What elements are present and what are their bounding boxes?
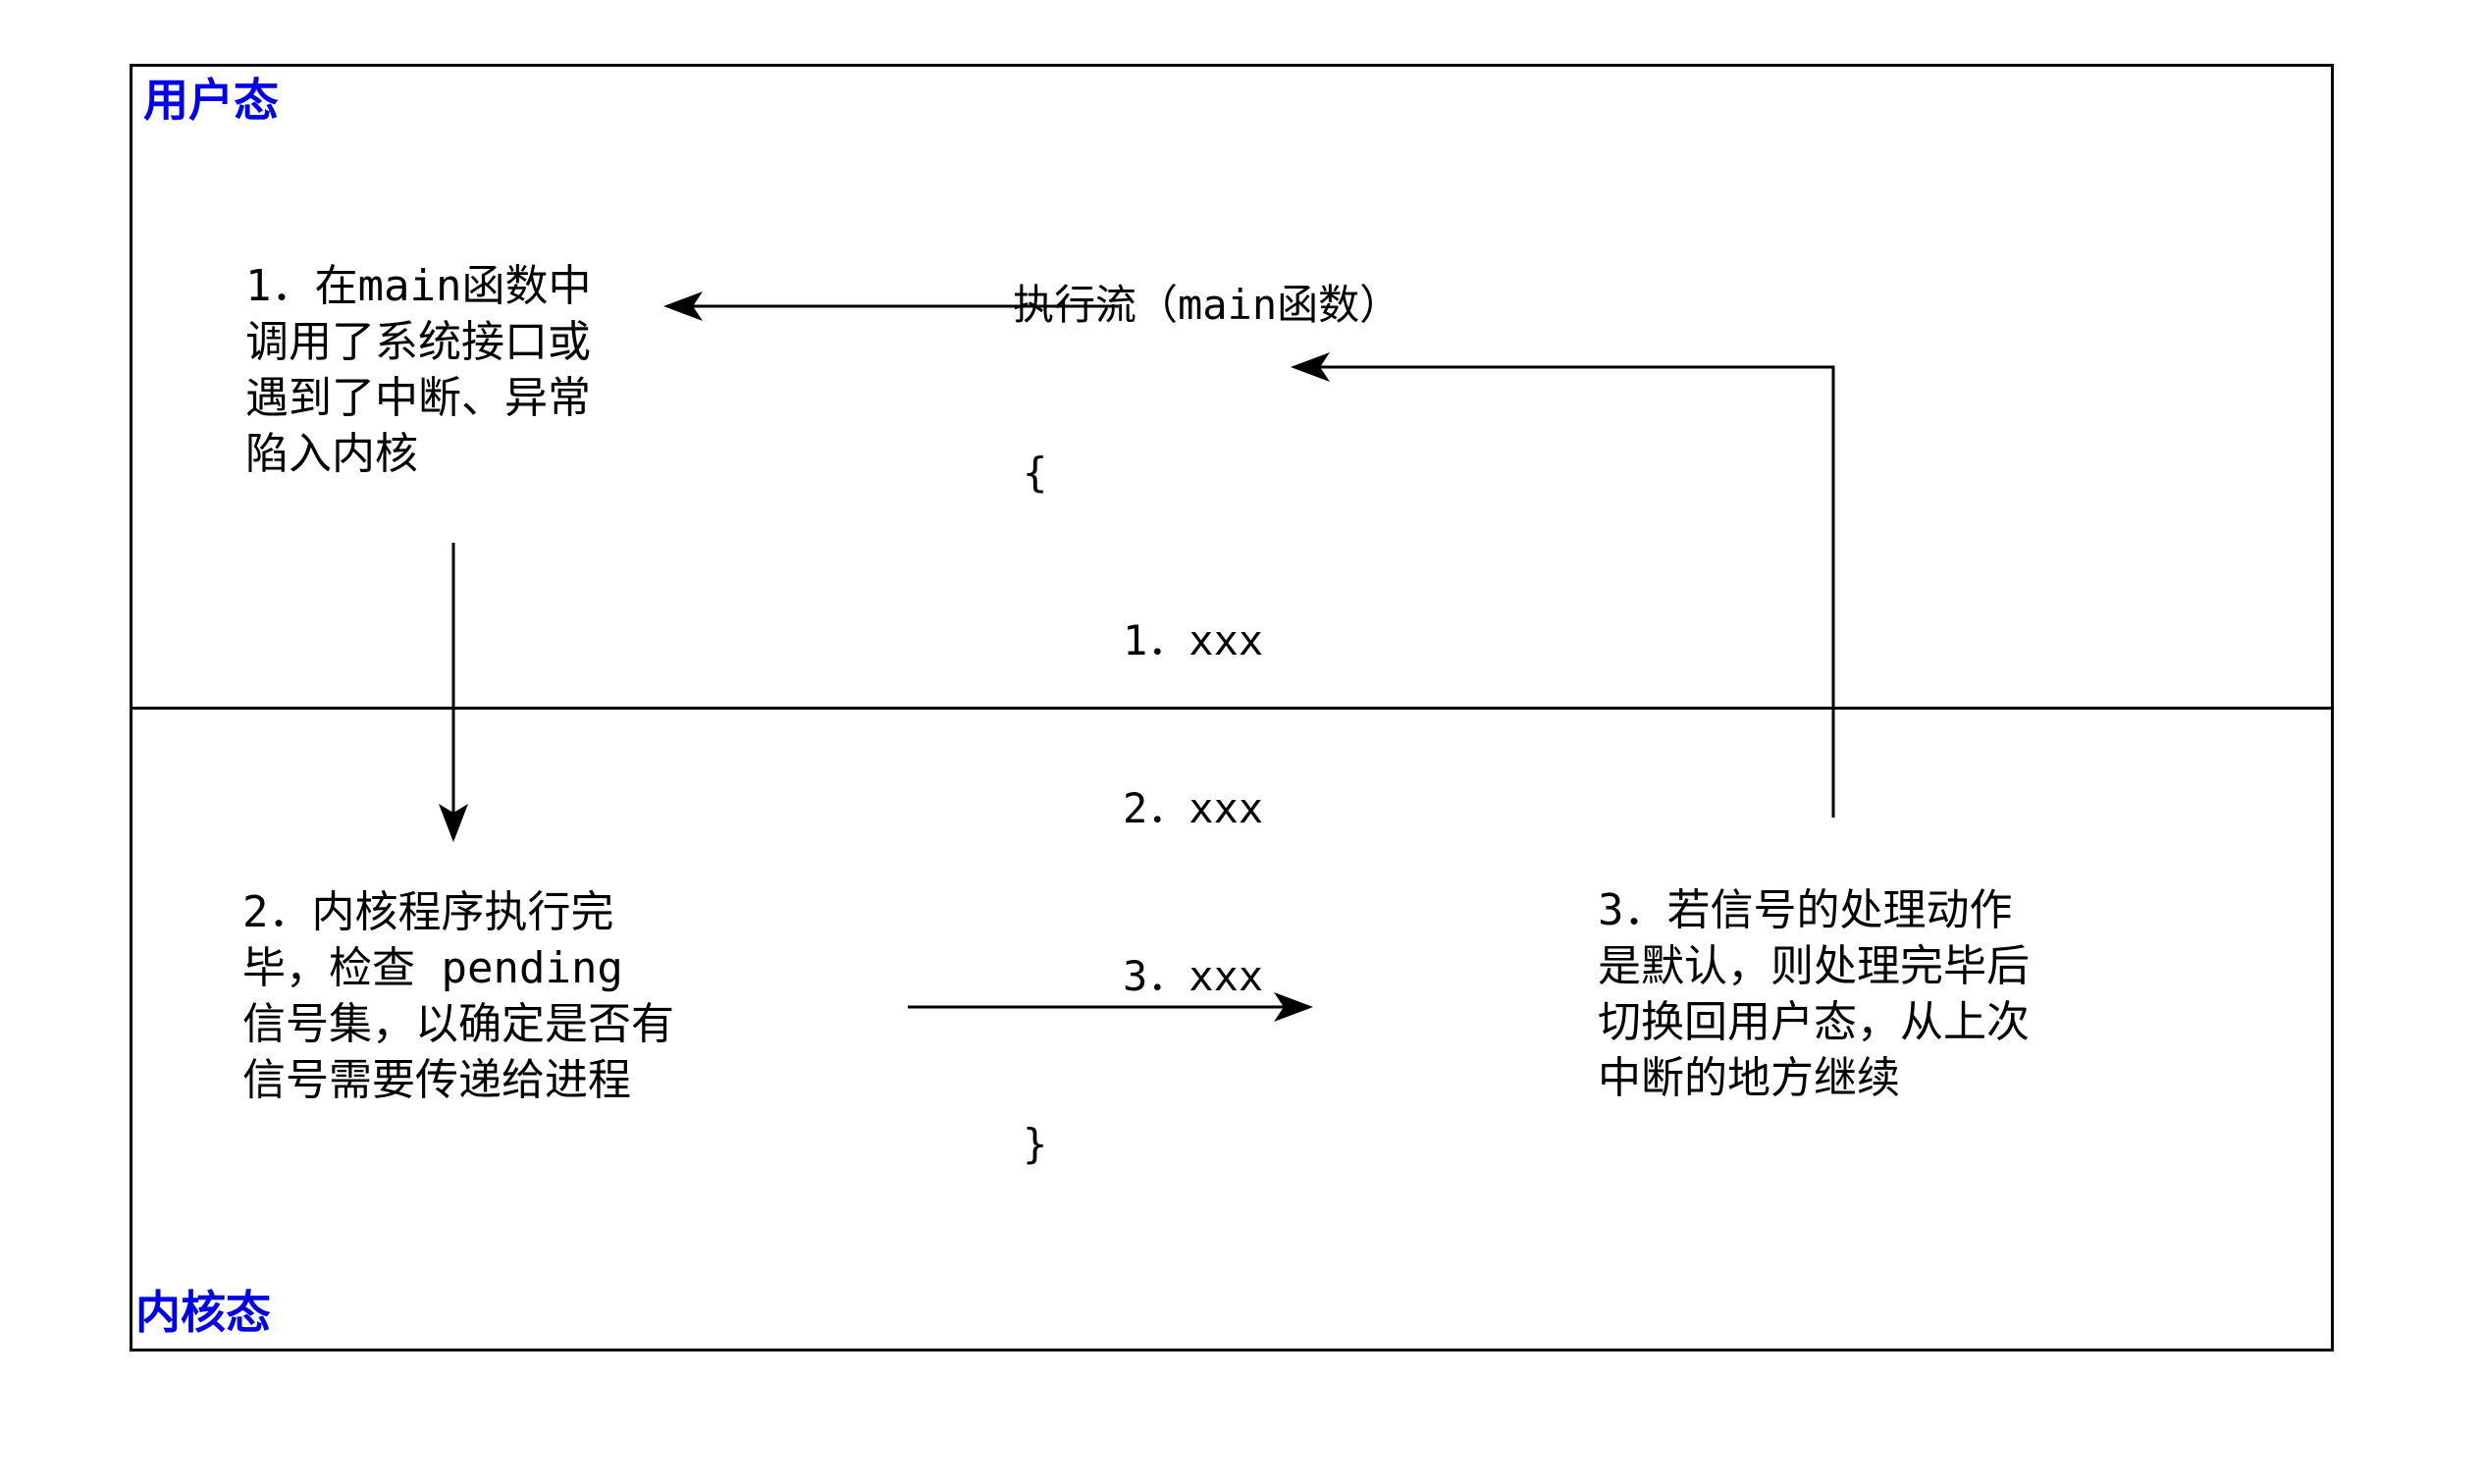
execution-flow-line-3: 3．xxx [1123,952,1264,1000]
step3-line: 是默认，则处理完毕后 [1598,941,2030,991]
step2-note: 2．内核程序执行完 毕，检查 pending 信号集，以确定是否有 信号需要传递… [242,884,674,1108]
check-pending-arrow [908,992,1313,1022]
step3-line: 切换回用户态，从上次 [1598,997,2030,1047]
trap-into-kernel-arrow [663,292,1119,321]
step3-line: 中断的地方继续 [1598,1053,1900,1103]
step1-line: 1．在main函数中 [245,261,592,311]
execution-flow-title: 执行流（main函数） [1013,281,1401,329]
step2-line: 毕，检查 pending [242,943,623,993]
step1-line: 遇到了中断、异常 [245,373,591,423]
step2-line: 信号集，以确定是否有 [242,999,674,1049]
execution-flow-block: 执行流（main函数） { 1．xxx 2．xxx 3．xxx } [1013,165,1400,1284]
step2-line: 信号需要传递给进程 [242,1055,631,1105]
kernel-mode-label: 内核态 [135,1286,271,1339]
step1-note: 1．在main函数中 调用了系统接口或 遇到了中断、异常 陷入内核 [245,258,591,482]
step2-line: 2．内核程序执行完 [242,887,614,937]
step1-line: 调用了系统接口或 [245,317,591,367]
user-mode-label: 用户态 [143,74,279,127]
step1-line: 陷入内核 [245,429,418,479]
open-brace: { [1023,449,1048,497]
execution-flow-line-1: 1．xxx [1123,616,1264,664]
execution-flow-line-2: 2．xxx [1123,784,1264,832]
step3-line: 3．若信号的处理动作 [1598,885,2013,935]
close-brace: } [1023,1120,1048,1168]
step3-note: 3．若信号的处理动作 是默认，则处理完毕后 切换回用户态，从上次 中断的地方继续 [1598,882,2030,1106]
return-to-user-arrow [1291,352,1835,818]
user-kernel-divider-line [130,707,2334,710]
enter-kernel-arrow [439,543,468,842]
